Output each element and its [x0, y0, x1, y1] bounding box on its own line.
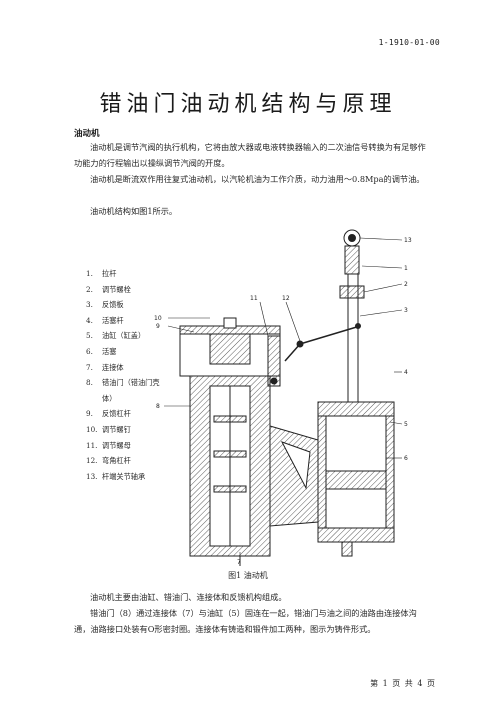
figure-label-8: 8 — [156, 403, 160, 410]
figure-label-4: 4 — [404, 369, 408, 376]
legend-item-number: 5. — [86, 331, 93, 341]
figure-label-13: 13 — [404, 237, 412, 244]
legend-item-number: 11. — [86, 440, 98, 450]
legend-item-number: 10. — [86, 424, 98, 434]
legend-item: 3. 反馈板 — [86, 297, 170, 313]
legend-item-number: 2. — [86, 284, 93, 294]
section-heading: 油动机 — [74, 129, 100, 139]
figure-label-7: 7 — [237, 559, 241, 566]
legend-item: 11. 调节螺母 — [86, 438, 170, 454]
legend-item: 9. 反馈杠杆 — [86, 406, 170, 422]
legend-item-number: 7. — [86, 362, 93, 372]
figure-label-3: 3 — [404, 307, 408, 314]
figure-label-12: 12 — [282, 295, 290, 302]
figure-label-5: 5 — [404, 421, 408, 428]
legend-item: 12. 弯角杠杆 — [86, 453, 170, 469]
figure-label-2: 2 — [404, 281, 408, 288]
legend-item-text: 拉杆 — [102, 269, 117, 278]
legend-item-text: 调节螺钉 — [102, 424, 131, 434]
legend-item-text: 连接体 — [102, 362, 124, 372]
paragraph-pilot-valve: 错油门（8）通过连接体（7）与油缸（5）固连在一起，错油门与油之间的油路由连接体… — [74, 608, 417, 634]
legend-item-text: 活塞 — [102, 346, 117, 356]
legend-item: 2. 调节螺栓 — [86, 282, 170, 298]
legend-item: 1. 拉杆 — [86, 266, 170, 282]
parts-legend: 1. 拉杆 2. 调节螺栓 3. 反馈板 4. 活塞杆 5. 油缸（缸盖） 6. 活塞 7. 连接体 8. 错… — [86, 266, 170, 484]
figure-label-9: 9 — [156, 323, 160, 330]
legend-item: 7. 连接体 — [86, 360, 170, 376]
legend-item-text: 错油门（错油门壳体） — [102, 378, 160, 403]
legend-item-number: 6. — [86, 346, 93, 356]
figure-label-6: 6 — [404, 455, 408, 462]
legend-item-number: 3. — [86, 300, 93, 310]
figure-caption: 图1 油动机 — [228, 571, 268, 580]
legend-item-text: 油缸（缸盖） — [102, 331, 146, 341]
page-footer: 第 1 页 共 4 页 — [370, 679, 436, 688]
figure-label-10: 10 — [154, 315, 162, 322]
legend-item: 13. 杆端关节轴承 — [86, 469, 170, 485]
document-code: 1-1910-01-00 — [378, 38, 440, 47]
legend-item-text: 活塞杆 — [102, 315, 124, 325]
figure-label-1: 1 — [404, 265, 408, 272]
legend-item: 4. 活塞杆 — [86, 313, 170, 329]
paragraph-components: 油动机主要由油缸、错油门、连接体和反馈机构组成。 — [90, 592, 287, 602]
legend-item-number: 9. — [86, 409, 93, 419]
legend-item-text: 调节螺母 — [102, 440, 131, 450]
paragraph-type: 油动机是断流双作用往复式油动机，以汽轮机油为工作介质，动力油用～0.8Mpa的调… — [90, 174, 425, 184]
legend-item-number: 4. — [86, 315, 93, 325]
legend-item: 8. 错油门（错油门壳体） — [86, 375, 170, 406]
legend-item-text: 杆端关节轴承 — [102, 471, 146, 481]
figure-label-11: 11 — [250, 295, 258, 302]
page-title: 错油门油动机结构与原理 — [99, 92, 397, 117]
legend-item-text: 调节螺栓 — [102, 284, 131, 294]
legend-item-text: 反馈板 — [102, 300, 124, 310]
legend-item: 10. 调节螺钉 — [86, 422, 170, 438]
legend-item-text: 弯角杠杆 — [102, 456, 131, 466]
legend-item-number: 13. — [86, 471, 98, 481]
legend-item-text: 反馈杠杆 — [102, 409, 131, 419]
legend-item-number: 1. — [86, 269, 93, 278]
paragraph-intro: 油动机是调节汽阀的执行机构，它将由放大器或电液转换器输入的二次油信号转换为有足够… — [74, 142, 426, 168]
legend-item-number: 8. — [86, 378, 93, 388]
paragraph-figure-ref: 油动机结构如图1所示。 — [90, 206, 178, 216]
legend-item-number: 12. — [86, 456, 98, 466]
legend-item: 5. 油缸（缸盖） — [86, 328, 170, 344]
servo-motor-drawing: 13 1 2 3 4 5 6 7 8 9 10 11 12 — [154, 229, 412, 566]
legend-item: 6. 活塞 — [86, 344, 170, 360]
